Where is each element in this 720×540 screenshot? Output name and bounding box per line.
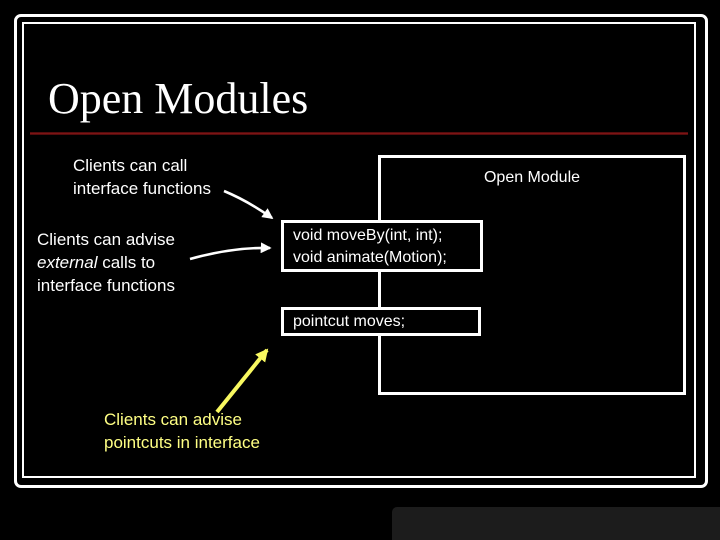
annotation-clients-advise-external: Clients can advise external calls to int… (37, 228, 175, 297)
annotation-line: Clients can advise (104, 410, 242, 429)
pointcut-text: pointcut moves; (293, 313, 406, 330)
code-line: void animate(Motion); (293, 249, 447, 266)
pointcut-box: pointcut moves; (281, 307, 481, 336)
annotation-line: external calls to (37, 251, 175, 274)
slide-border-inner (22, 22, 696, 478)
slide-border-outer (14, 14, 708, 488)
open-module-box-label: Open Module (483, 169, 581, 186)
annotation-external-italic: external (37, 253, 98, 272)
code-line: void moveBy(int, int); (293, 227, 443, 244)
slide-title: Open Modules (48, 74, 309, 123)
annotation-line: Clients can call (73, 156, 188, 175)
annotation-line-rest: calls to (97, 253, 156, 272)
open-module-box: Open Module (378, 155, 686, 395)
interface-functions-box: void moveBy(int, int); void animate(Moti… (281, 220, 483, 272)
annotation-line: interface functions (37, 276, 175, 295)
annotation-line: interface functions (73, 179, 211, 198)
title-underline-rule (30, 132, 688, 135)
annotation-line: Clients can advise (37, 230, 175, 249)
annotation-clients-can-call: Clients can call interface functions (73, 154, 211, 200)
annotation-clients-advise-pointcuts: Clients can advise pointcuts in interfac… (104, 408, 260, 454)
bottom-right-bar (392, 507, 720, 540)
annotation-line: pointcuts in interface (104, 433, 260, 452)
